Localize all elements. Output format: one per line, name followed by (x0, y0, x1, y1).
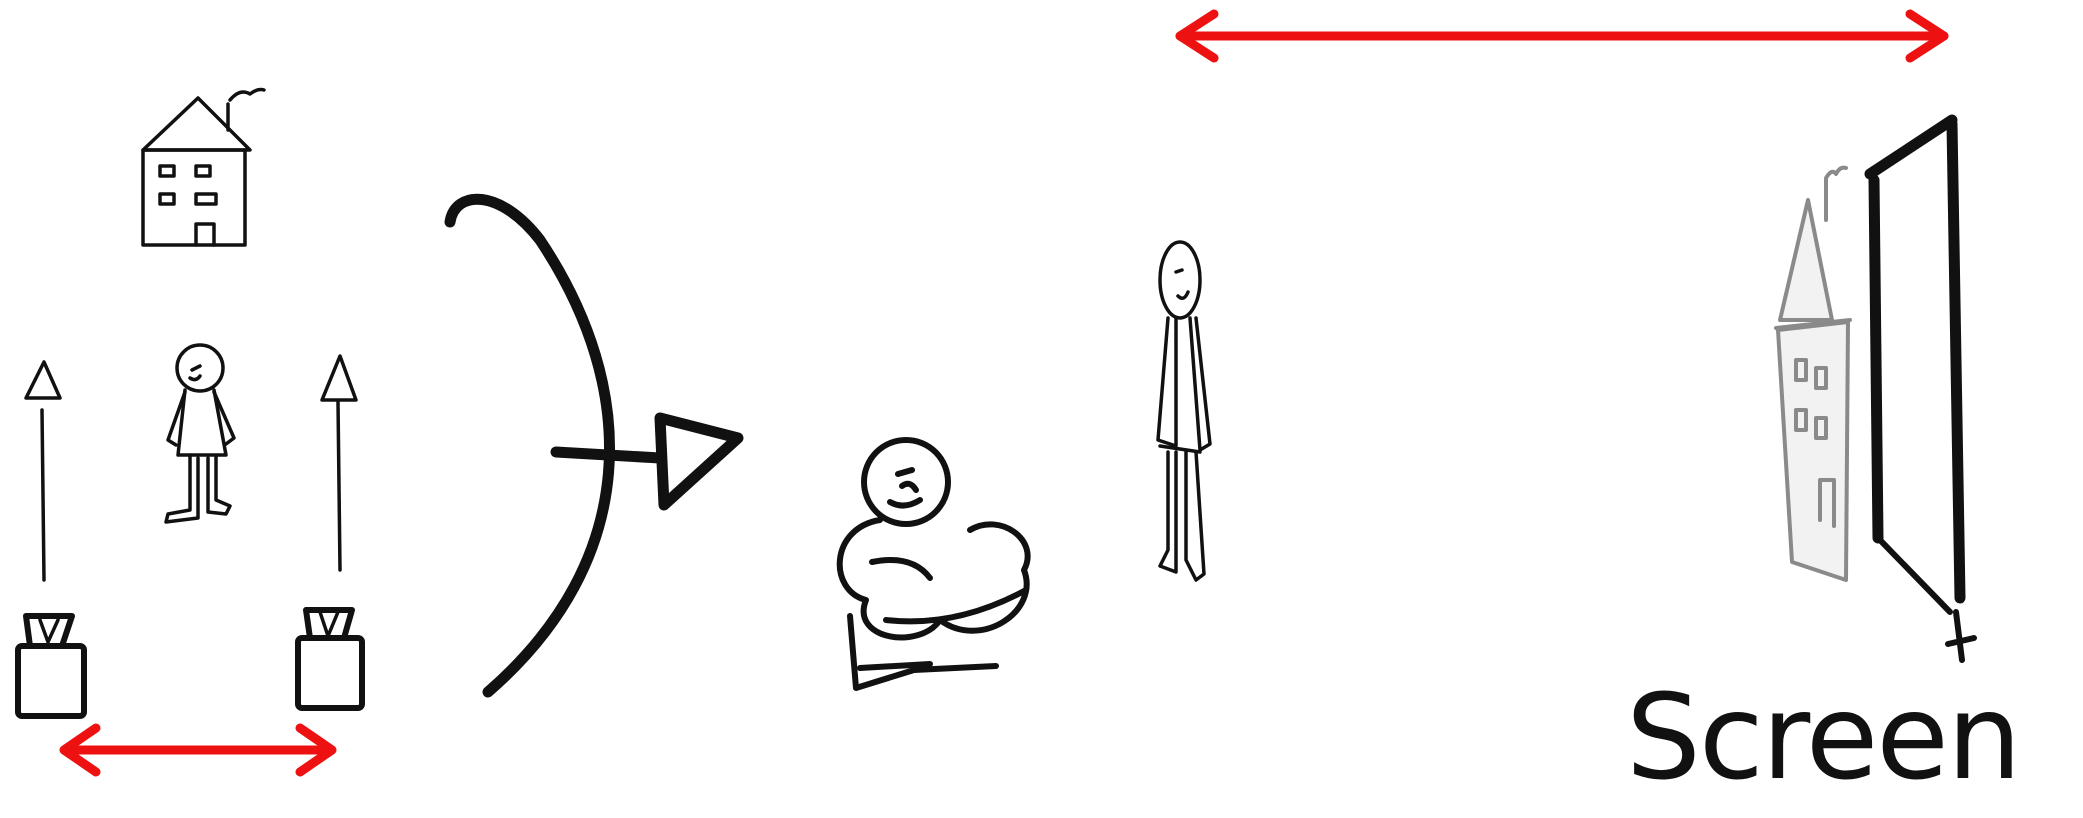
screen-house-icon (1776, 168, 1850, 580)
person-icon (166, 345, 234, 522)
right-camera-icon (298, 610, 362, 708)
viewer-icon (840, 440, 1028, 688)
house-icon (143, 90, 264, 246)
left-scene (18, 90, 362, 773)
screen-label: Screen (1626, 668, 2020, 806)
left-camera-icon (18, 616, 84, 716)
camera-baseline-arrow (64, 728, 332, 772)
left-camera-arrow (26, 362, 60, 580)
projection-screen (1870, 120, 1974, 660)
screen-width-arrow (1180, 14, 1944, 58)
transition-arrow (450, 199, 738, 692)
right-camera-arrow (322, 356, 356, 570)
screen-person-icon (1158, 242, 1210, 580)
